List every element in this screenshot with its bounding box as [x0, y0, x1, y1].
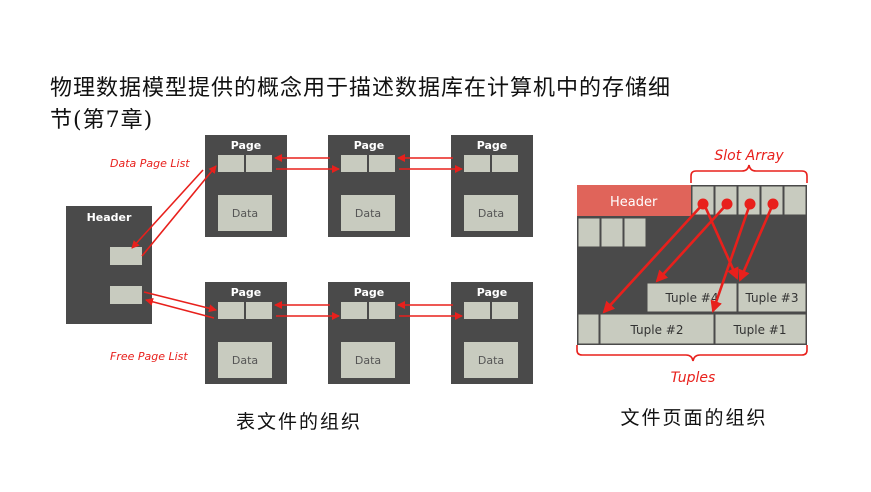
- tuple-2: [599, 313, 715, 345]
- page-box: Page Data: [328, 282, 410, 384]
- page-label: Page: [477, 286, 508, 299]
- page-label: Page: [477, 139, 508, 152]
- page-box: Page Data: [205, 135, 287, 237]
- slot-array-brace: [690, 164, 808, 183]
- data-label: Data: [478, 207, 504, 220]
- slot-pointer-dots: [697, 198, 779, 210]
- page-label: Page: [354, 139, 385, 152]
- heap-file-caption: 表文件的组织: [236, 411, 362, 433]
- slot-array-label: Slot Array: [714, 148, 784, 164]
- tuple-4-label: Tuple #4: [665, 291, 719, 305]
- tuple-3: [737, 282, 807, 313]
- tuples-brace: [576, 345, 808, 362]
- data-label: Data: [355, 207, 381, 220]
- data-page-list-pointer: [110, 247, 142, 265]
- free-space-cell: [577, 313, 600, 345]
- page-box: Page Data: [328, 135, 410, 237]
- page-label: Page: [231, 139, 262, 152]
- tuple-2-label: Tuple #2: [630, 323, 684, 337]
- page-header-label: Header: [610, 195, 658, 210]
- data-label: Data: [232, 354, 258, 367]
- tuple-1-label: Tuple #1: [733, 323, 787, 337]
- slot-array-overflow: [577, 217, 647, 248]
- page-layout-caption: 文件页面的组织: [620, 407, 767, 429]
- title-line-2: 节(第7章): [50, 108, 154, 133]
- page-box: Page Data: [451, 282, 533, 384]
- heap-header-label: Header: [87, 211, 132, 224]
- tuple-3-label: Tuple #3: [745, 291, 799, 305]
- page-link-arrows: [274, 154, 463, 320]
- page-label: Page: [354, 286, 385, 299]
- free-page-list-label: Free Page List: [110, 350, 188, 363]
- page-box: Page Data: [205, 282, 287, 384]
- tuple-1: [714, 313, 807, 345]
- page-box: Page Data: [451, 135, 533, 237]
- free-page-list-pointer: [110, 286, 142, 304]
- heap-file-header: Header: [66, 206, 152, 324]
- title-line-1: 物理数据模型提供的概念用于描述数据库在计算机中的存储细: [50, 76, 672, 101]
- data-page-list-label: Data Page List: [110, 157, 190, 170]
- tuples-label: Tuples: [671, 370, 716, 386]
- data-label: Data: [232, 207, 258, 220]
- list-pointer-arrows: [131, 165, 217, 319]
- page-label: Page: [231, 286, 262, 299]
- slot-pointers: [602, 203, 775, 314]
- tuples-area: Tuple #4 Tuple #3 Tuple #2 Tuple #1: [577, 282, 807, 345]
- data-label: Data: [355, 354, 381, 367]
- data-label: Data: [478, 354, 504, 367]
- page-header-block: [577, 185, 691, 216]
